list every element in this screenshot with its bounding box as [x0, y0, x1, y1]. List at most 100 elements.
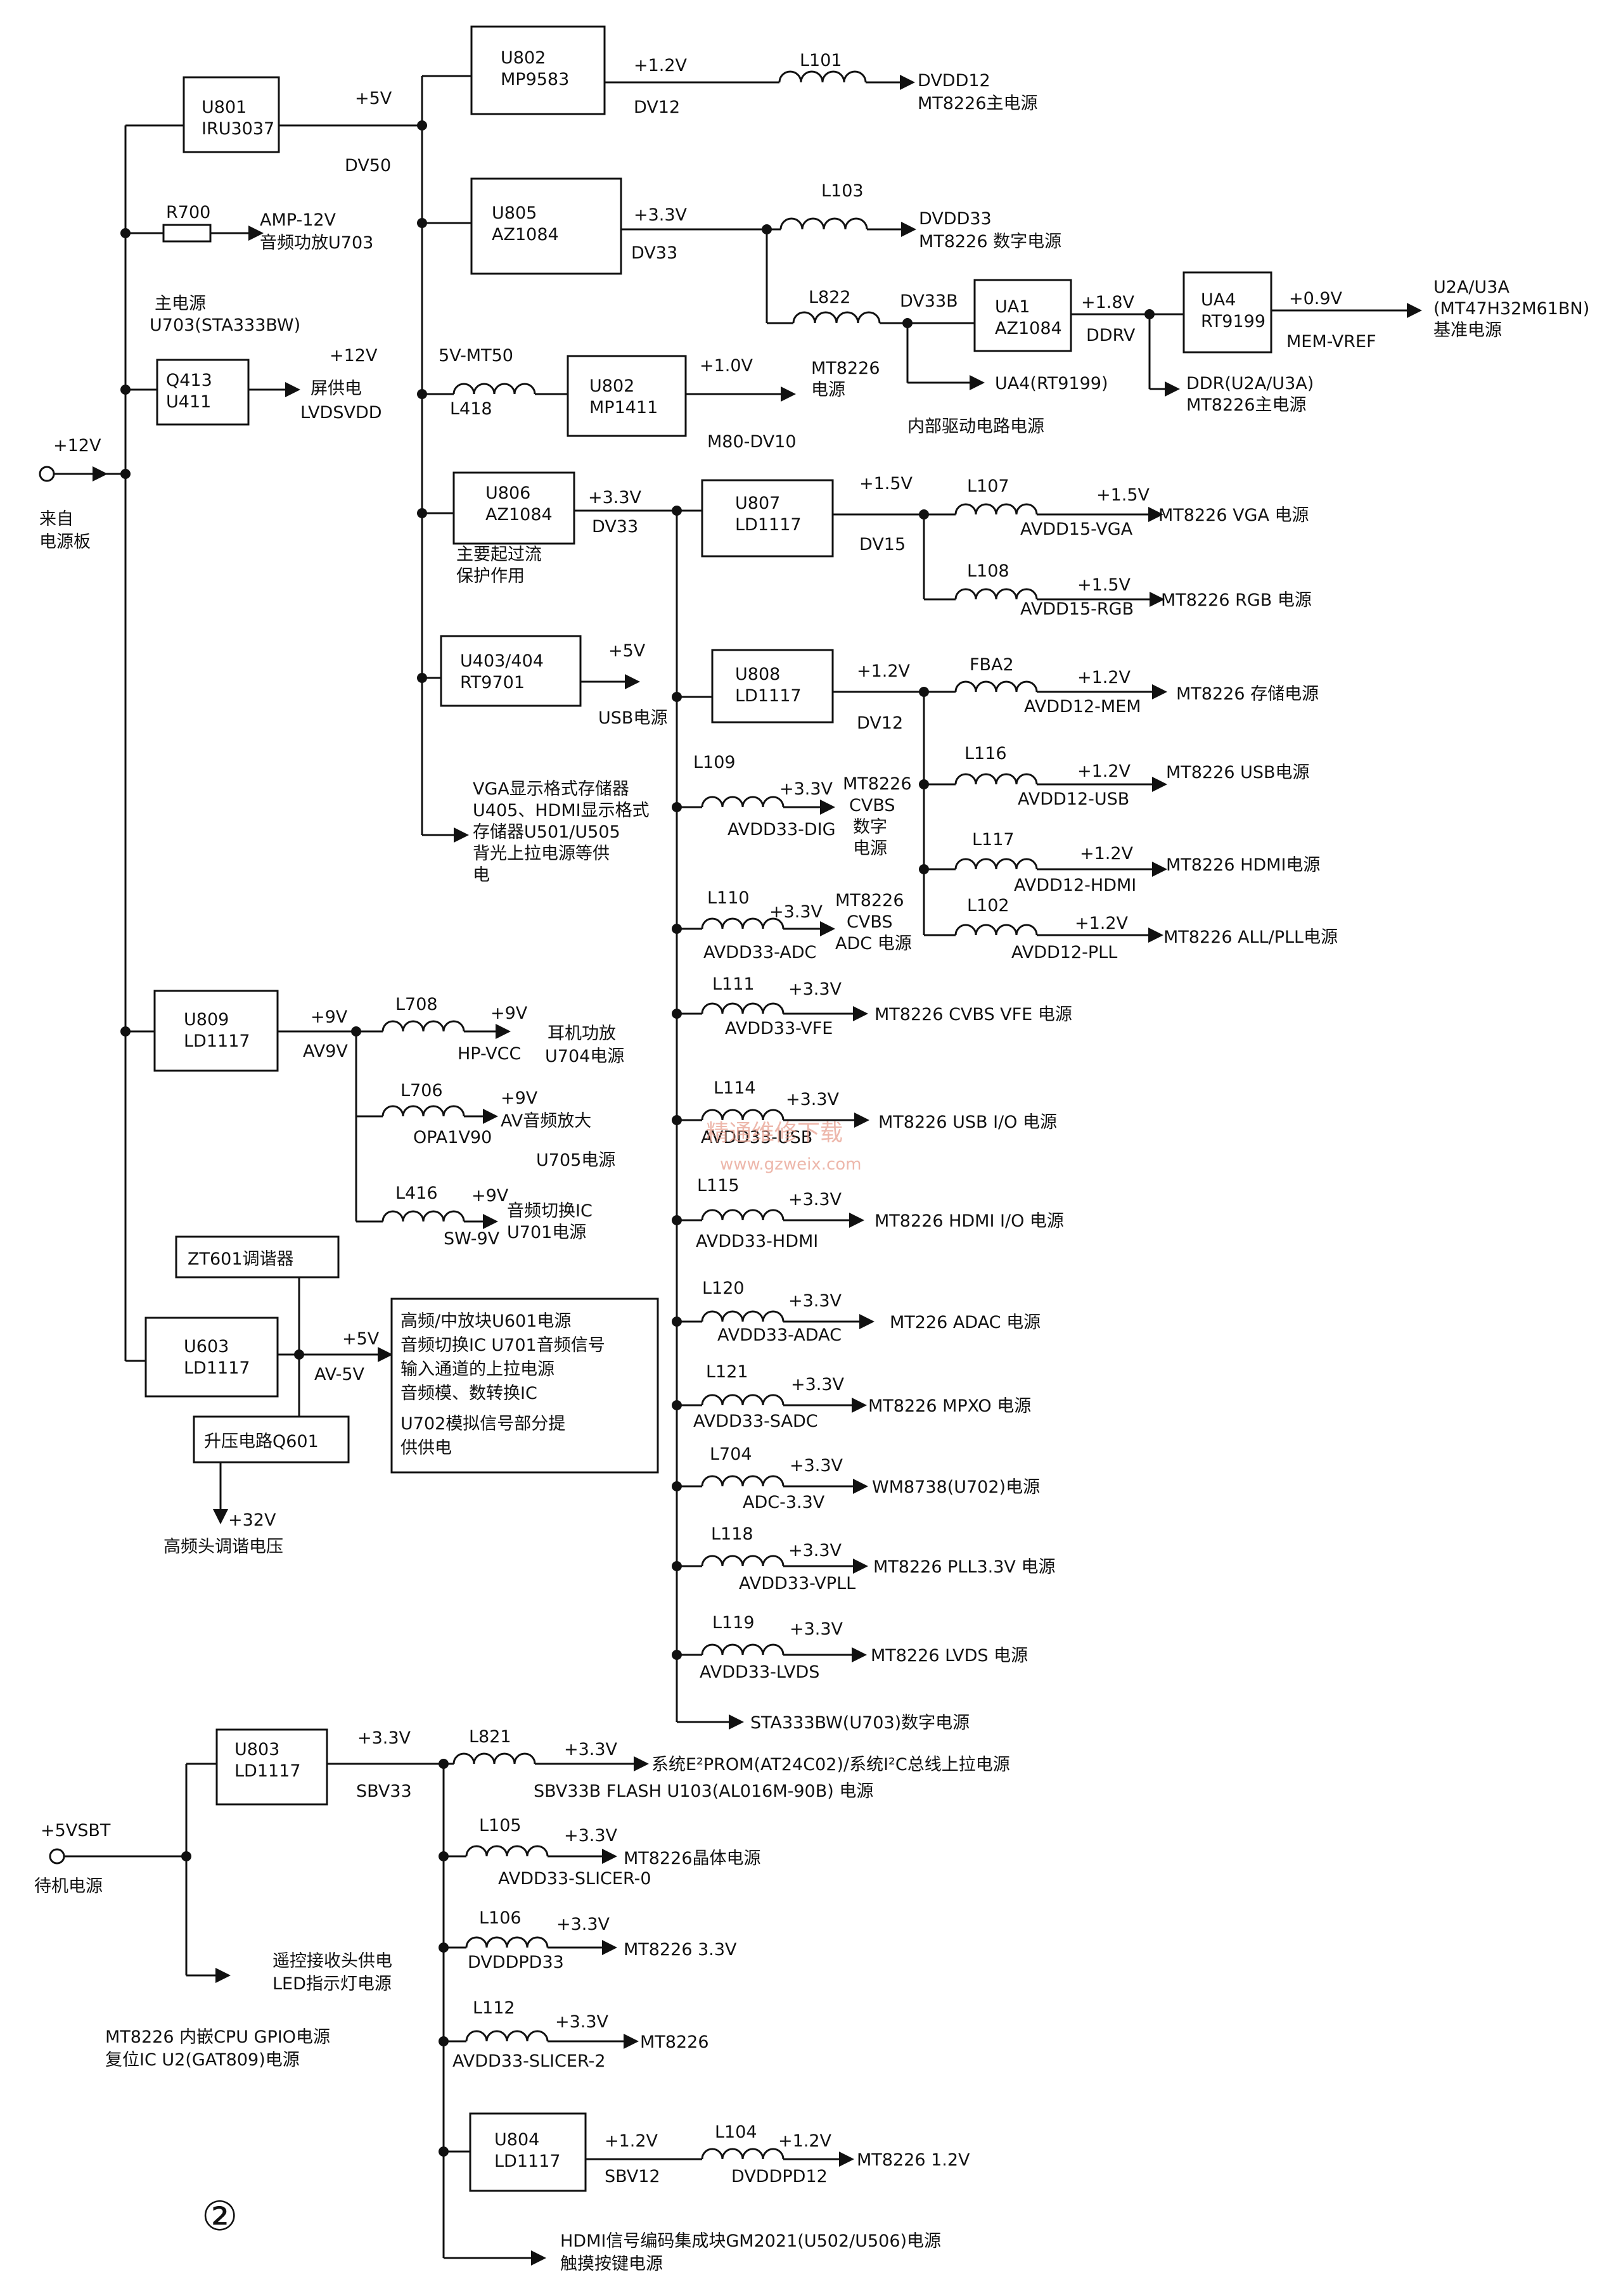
branch-l106: L106 +3.3V DVDDPD33 MT8226 3.3V — [439, 1908, 737, 1972]
standby-5v-label: +5VSBT — [41, 1821, 111, 1840]
svg-text:+32V: +32V — [228, 1510, 276, 1530]
svg-text:+3.3V: +3.3V — [788, 979, 842, 999]
svg-text:LD1117: LD1117 — [494, 2152, 561, 2171]
svg-text:+3.3V: +3.3V — [556, 1915, 610, 1934]
svg-text:DVDD33: DVDD33 — [919, 209, 992, 229]
arrow-icon — [378, 1347, 393, 1362]
svg-text:L110: L110 — [707, 888, 750, 908]
svg-text:L708: L708 — [395, 995, 438, 1014]
svg-text:HP-VCC: HP-VCC — [458, 1044, 521, 1064]
chip-zt601: ZT601调谐器 — [175, 1235, 340, 1279]
chip-u803: U803 LD1117 — [215, 1728, 328, 1806]
svg-text:U805: U805 — [492, 203, 537, 223]
svg-text:L109: L109 — [693, 753, 736, 772]
svg-text:音频功放U703: 音频功放U703 — [260, 233, 373, 253]
svg-text:U807: U807 — [735, 494, 780, 513]
arrow-icon — [729, 1714, 744, 1730]
svg-text:ADC-3.3V: ADC-3.3V — [743, 1493, 825, 1512]
chip-u808: U808 LD1117 — [711, 649, 834, 724]
inductor-l116 — [954, 773, 1038, 785]
svg-text:+1.2V: +1.2V — [1075, 914, 1129, 933]
branch-l119: L119 +3.3V AVDD33-LVDS MT8226 LVDS 电源 — [672, 1613, 1028, 1682]
input-12v-label: +12V — [53, 436, 101, 456]
svg-text:数字: 数字 — [853, 817, 887, 837]
arrow-icon — [1150, 592, 1165, 607]
svg-text:+3.3V: +3.3V — [790, 1456, 843, 1476]
svg-text:MT8226 存储电源: MT8226 存储电源 — [1176, 684, 1319, 704]
svg-text:DVDDPD12: DVDDPD12 — [731, 2167, 828, 2186]
arrow-icon — [454, 827, 469, 843]
branch-l111: L111 +3.3V AVDD33-VFE MT8226 CVBS VFE 电源 — [672, 974, 1072, 1038]
branch-l112: L112 +3.3V AVDD33-SLICER-2 MT8226 — [439, 1998, 709, 2071]
svg-text:L115: L115 — [697, 1176, 740, 1196]
arrow-icon — [1152, 777, 1167, 792]
svg-text:U702模拟信号部分提: U702模拟信号部分提 — [400, 1414, 565, 1434]
svg-text:AVDD33-DIG: AVDD33-DIG — [727, 820, 836, 839]
svg-text:U705电源: U705电源 — [536, 1151, 615, 1170]
svg-text:MT8226 VGA 电源: MT8226 VGA 电源 — [1158, 506, 1309, 525]
svg-text:U603: U603 — [184, 1337, 229, 1356]
svg-text:+9V: +9V — [471, 1186, 509, 1206]
svg-text:DVDDPD33: DVDDPD33 — [468, 1953, 564, 1972]
svg-text:L121: L121 — [706, 1362, 748, 1382]
svg-text:UA1: UA1 — [995, 297, 1030, 317]
svg-text:MT8226 HDMI电源: MT8226 HDMI电源 — [1166, 855, 1320, 875]
arrow-icon — [781, 386, 796, 402]
svg-text:AVDD33-SADC: AVDD33-SADC — [693, 1412, 818, 1431]
svg-text:+1.2V: +1.2V — [605, 2131, 658, 2151]
svg-text:供供电: 供供电 — [400, 1438, 452, 1458]
inductor-l107 — [954, 503, 1038, 515]
inductor-l108 — [954, 588, 1038, 600]
svg-text:AVDD33-HDMI: AVDD33-HDMI — [696, 1232, 818, 1251]
svg-text:AZ1084: AZ1084 — [995, 319, 1062, 338]
arrow-icon — [970, 375, 985, 390]
svg-text:RT9199: RT9199 — [1201, 312, 1265, 331]
svg-text:DV33: DV33 — [592, 517, 638, 537]
svg-text:+1.2V: +1.2V — [778, 2131, 832, 2151]
svg-text:+1.2V: +1.2V — [857, 661, 911, 681]
branch-l121: L121 +3.3V AVDD33-SADC MT8226 MPXO 电源 — [672, 1362, 1031, 1431]
svg-text:AVDD33-ADAC: AVDD33-ADAC — [717, 1325, 842, 1345]
svg-text:U806: U806 — [485, 483, 530, 503]
svg-text:AVDD33-USB: AVDD33-USB — [701, 1128, 812, 1147]
svg-text:高频/中放块U601电源: 高频/中放块U601电源 — [400, 1311, 571, 1331]
inductor-l708 — [381, 1020, 465, 1032]
svg-text:MT8226 ALL/PLL电源: MT8226 ALL/PLL电源 — [1163, 928, 1338, 947]
svg-text:ADC 电源: ADC 电源 — [835, 934, 912, 953]
branch-l109: L109 +3.3V AVDD33-DIG MT8226 CVBS 数字 电源 — [672, 753, 912, 858]
svg-text:U803: U803 — [234, 1740, 279, 1759]
chip-u805: U805 AZ1084 — [470, 177, 622, 275]
svg-text:DDR(U2A/U3A): DDR(U2A/U3A) — [1186, 374, 1314, 393]
inductor-l102 — [954, 924, 1038, 936]
svg-text:U808: U808 — [735, 665, 780, 684]
svg-text:L107: L107 — [967, 476, 1009, 496]
svg-text:MT8226 RGB 电源: MT8226 RGB 电源 — [1161, 590, 1312, 610]
svg-text:主要起过流: 主要起过流 — [456, 545, 542, 564]
svg-text:+3.3V: +3.3V — [779, 779, 833, 799]
svg-text:AVDD12-PLL: AVDD12-PLL — [1011, 943, 1117, 962]
svg-text:L102: L102 — [967, 896, 1009, 915]
branch-l115: L115 +3.3V AVDD33-HDMI MT8226 HDMI I/O 电… — [672, 1176, 1064, 1251]
inductor-l104 — [701, 2148, 785, 2160]
svg-text:音频切换IC: 音频切换IC — [507, 1201, 593, 1221]
svg-text:CVBS: CVBS — [849, 796, 895, 815]
svg-text:MT8226 数字电源: MT8226 数字电源 — [919, 232, 1061, 252]
svg-text:L116: L116 — [964, 744, 1007, 763]
svg-text:AVDD15-VGA: AVDD15-VGA — [1020, 520, 1133, 539]
svg-text:U703(STA333BW): U703(STA333BW) — [150, 316, 300, 335]
svg-text:输入通道的上拉电源: 输入通道的上拉电源 — [400, 1360, 554, 1379]
svg-text:SW-9V: SW-9V — [444, 1229, 500, 1249]
svg-text:U2A/U3A: U2A/U3A — [1433, 277, 1509, 297]
svg-text:保护作用: 保护作用 — [456, 566, 525, 586]
svg-text:MT8226主电源: MT8226主电源 — [1186, 395, 1307, 415]
inductor-l822 — [792, 311, 881, 324]
chip-q601: 升压电路Q601 — [193, 1415, 350, 1464]
svg-text:AVDD33-VPLL: AVDD33-VPLL — [739, 1574, 855, 1593]
svg-text:音频切换IC U701音频信号: 音频切换IC U701音频信号 — [400, 1336, 605, 1355]
svg-text:UA4: UA4 — [1201, 290, 1236, 310]
svg-text:L103: L103 — [821, 181, 864, 201]
chip-u807: U807 LD1117 — [701, 479, 834, 558]
inductor-l821 — [452, 1752, 536, 1764]
svg-text:+3.3V: +3.3V — [788, 1190, 842, 1209]
input-source-label-1: 来自 — [39, 509, 74, 529]
